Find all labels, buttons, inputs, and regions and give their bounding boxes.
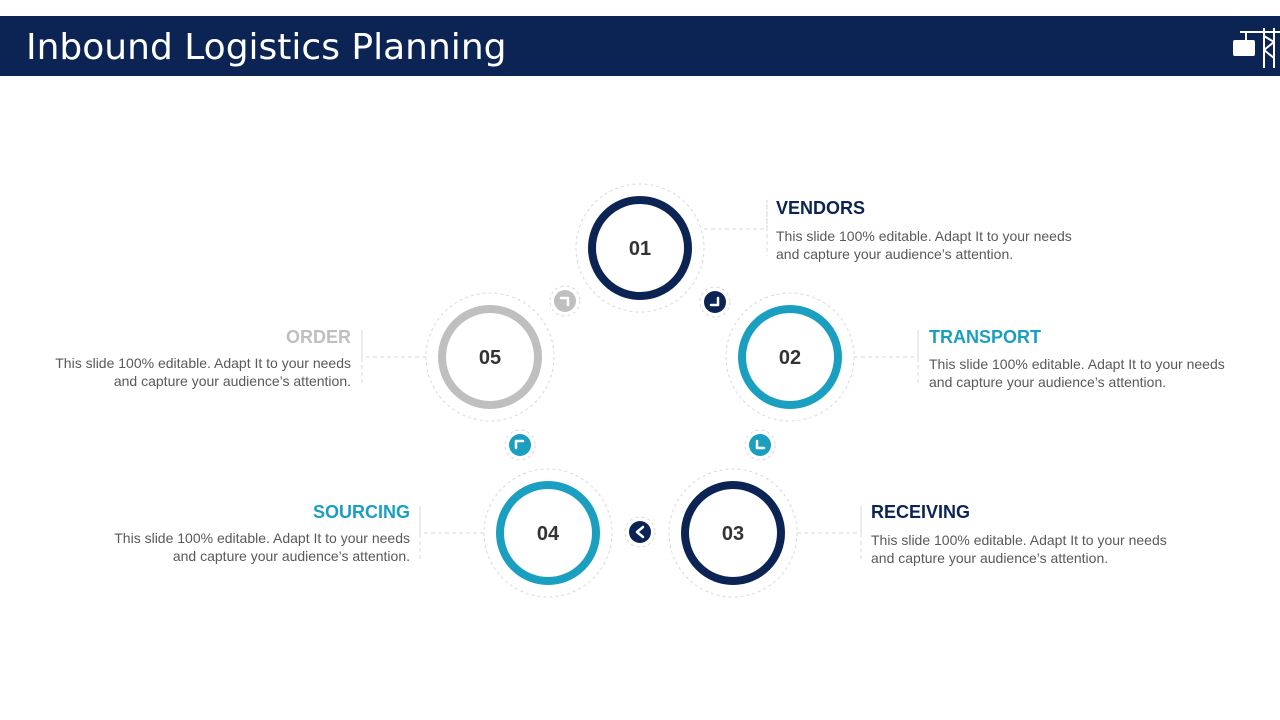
leader-line-03 bbox=[797, 506, 862, 560]
leader-line-01 bbox=[704, 200, 768, 256]
step-title-vendors: VENDORS bbox=[776, 198, 866, 218]
leader-line-04 bbox=[419, 506, 484, 560]
step-number-01: 01 bbox=[629, 238, 651, 260]
step-description-order: This slide 100% editable. Adapt It to yo… bbox=[55, 355, 351, 389]
step-description-receiving: This slide 100% editable. Adapt It to yo… bbox=[871, 532, 1167, 566]
outer-ring-05 bbox=[425, 292, 555, 422]
crane-icon bbox=[1233, 28, 1280, 68]
step-number-03: 03 bbox=[722, 523, 744, 545]
step-ring-04 bbox=[496, 481, 600, 585]
arrow-down-left-icon bbox=[744, 429, 776, 461]
step-title-transport: TRANSPORT bbox=[929, 327, 1041, 347]
step-ring-02 bbox=[738, 305, 842, 409]
outer-ring-01 bbox=[575, 183, 705, 313]
step-title-order: ORDER bbox=[285, 327, 351, 347]
step-number-04: 04 bbox=[537, 523, 560, 545]
arrow-left-icon bbox=[624, 516, 656, 548]
step-description-transport: This slide 100% editable. Adapt It to yo… bbox=[929, 356, 1225, 390]
step-description-vendors: This slide 100% editable. Adapt It to yo… bbox=[776, 228, 1072, 262]
leader-line-02 bbox=[854, 330, 919, 384]
step-title-receiving: RECEIVING bbox=[871, 502, 971, 522]
step-ring-01 bbox=[588, 196, 692, 300]
arrow-up-left-icon bbox=[504, 429, 536, 461]
step-number-02: 02 bbox=[779, 347, 801, 369]
outer-ring-03 bbox=[668, 468, 798, 598]
arrow-up-right-icon bbox=[549, 285, 581, 317]
arrow-down-right-icon bbox=[699, 286, 731, 318]
step-title-sourcing: SOURCING bbox=[312, 502, 410, 522]
step-description-sourcing: This slide 100% editable. Adapt It to yo… bbox=[114, 530, 410, 564]
page-title: Inbound Logistics Planning bbox=[26, 27, 507, 68]
leader-line-05 bbox=[361, 330, 426, 384]
outer-ring-04 bbox=[483, 468, 613, 598]
step-ring-03 bbox=[681, 481, 785, 585]
title-bar bbox=[0, 16, 1280, 76]
outer-ring-02 bbox=[725, 292, 855, 422]
step-number-05: 05 bbox=[479, 347, 501, 369]
step-ring-05 bbox=[438, 305, 542, 409]
